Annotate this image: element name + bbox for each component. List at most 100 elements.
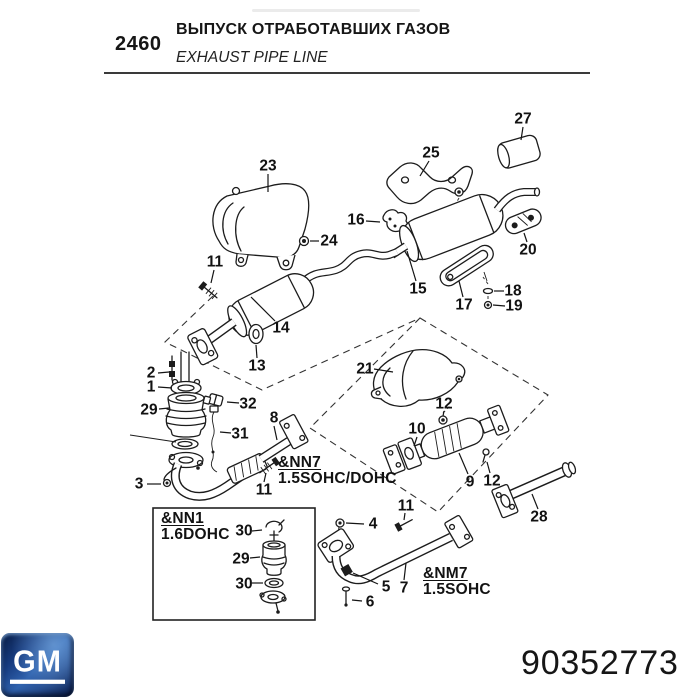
part-callout-11: 11 (398, 498, 415, 515)
part-callout-30: 30 (235, 576, 252, 593)
stud-2 (169, 355, 175, 381)
page-title-russian: ВЫПУСК ОТРАБОТАВШИХ ГАЗОВ (176, 21, 451, 38)
flange-8 (279, 414, 309, 450)
leader-line-16 (365, 220, 381, 223)
part-callout-11: 11 (256, 482, 273, 499)
variant-code: &NN7 (278, 454, 322, 471)
part-callout-3: 3 (135, 476, 144, 493)
nut-24 (298, 235, 310, 247)
part-callout-16: 16 (347, 212, 365, 229)
retainer-ring-30-bottom (264, 577, 284, 589)
part-callout-12: 12 (483, 473, 500, 490)
leader-line-12 (442, 410, 445, 417)
leader-line-28 (531, 493, 539, 510)
bolt-11-top (198, 281, 218, 300)
part-callout-5: 5 (382, 579, 391, 596)
header-divider (104, 72, 590, 74)
part-callout-7: 7 (400, 580, 409, 597)
part-callout-6: 6 (366, 594, 375, 611)
leader-line-29 (249, 556, 261, 559)
part-callout-17: 17 (455, 297, 472, 314)
rear-pipe-28 (491, 461, 577, 519)
part-callout-12: 12 (435, 396, 452, 413)
intermediate-pipe (300, 248, 399, 286)
flange-7 (444, 514, 474, 549)
part-callout-24: 24 (320, 233, 338, 250)
part-callout-8: 8 (270, 410, 279, 427)
rear-muffler-15 (389, 193, 504, 263)
part-callout-18: 18 (504, 283, 522, 300)
leader-line-14 (250, 296, 276, 322)
sensor-32 (202, 393, 224, 407)
flex-mount-29 (129, 391, 207, 473)
leader-line-15 (406, 250, 417, 282)
catalytic-converter-9 (382, 404, 510, 475)
bolt-3 (162, 478, 172, 488)
nut-19 (483, 300, 493, 310)
leader-line-9 (458, 452, 469, 475)
variant-engine: 1.5SOHC (423, 581, 491, 599)
leader-line-30 (251, 529, 263, 532)
leader-line-17 (458, 280, 464, 298)
leader-line-19 (492, 304, 506, 307)
hanger-bracket-25 (386, 162, 473, 205)
grommet-13 (248, 323, 264, 345)
leader-line-31 (219, 431, 232, 434)
leader-line-11 (403, 512, 406, 521)
part-callout-27: 27 (514, 111, 531, 128)
part-callout-25: 25 (422, 145, 440, 162)
variant-label-nn1: &NN1 1.6DOHC (161, 510, 230, 544)
part-callout-28: 28 (530, 509, 548, 526)
scan-artifact-line (252, 9, 420, 12)
part-callout-2: 2 (147, 365, 156, 382)
leader-line-8 (273, 425, 278, 441)
sensor-wire-31 (209, 405, 219, 473)
clamp-16 (382, 209, 409, 233)
bolt-11-bottom (394, 519, 413, 532)
leader-line-13 (255, 344, 258, 359)
leader-line-1 (157, 386, 173, 389)
part-callout-1: 1 (147, 379, 156, 396)
leader-line-11 (263, 472, 267, 483)
gasket-flange-10 (397, 437, 422, 470)
center-muffler-14 (187, 273, 315, 366)
variant-engine: 1.6DOHC (161, 526, 230, 544)
exhaust-tip-27 (497, 134, 541, 169)
leader-line-12 (486, 461, 491, 474)
part-callout-21: 21 (356, 361, 374, 378)
bolt-6 (341, 586, 351, 592)
part-callout-11: 11 (207, 254, 224, 271)
clamp-5 (340, 564, 353, 577)
bolt-4 (335, 518, 345, 528)
leader-line-32 (226, 401, 240, 404)
part-callout-15: 15 (409, 281, 427, 298)
bolt-11-mid (259, 456, 281, 474)
flex-mount-29-inset (261, 544, 287, 576)
part-callout-4: 4 (369, 516, 378, 533)
tailpipe (493, 187, 541, 213)
page-title-english: EXHAUST PIPE LINE (176, 49, 328, 66)
part-callout-13: 13 (248, 358, 266, 375)
variant-code: &NN1 (161, 510, 205, 527)
leader-line-5 (352, 572, 379, 585)
support-bracket-17 (439, 244, 494, 310)
catalog-part-number: 90352773 (521, 644, 679, 682)
part-callout-9: 9 (466, 474, 475, 491)
part-callout-20: 20 (519, 242, 536, 259)
part-callout-10: 10 (408, 421, 425, 438)
leader-line-10 (413, 436, 418, 447)
gm-logo-text: GM (10, 646, 65, 684)
leader-line-4 (345, 522, 365, 525)
retainer-ring-30-top (265, 520, 283, 533)
part-callout-30: 30 (235, 523, 252, 540)
part-callout-29: 29 (232, 551, 250, 568)
part-callout-19: 19 (505, 298, 523, 315)
leader-line-25 (419, 160, 430, 177)
bolt-12-lower (482, 448, 490, 456)
leader-line-29 (158, 407, 170, 410)
part-callout-23: 23 (259, 158, 277, 175)
variant-label-nm7: &NM7 1.5SOHC (423, 565, 491, 599)
heat-shield-23 (212, 183, 310, 271)
